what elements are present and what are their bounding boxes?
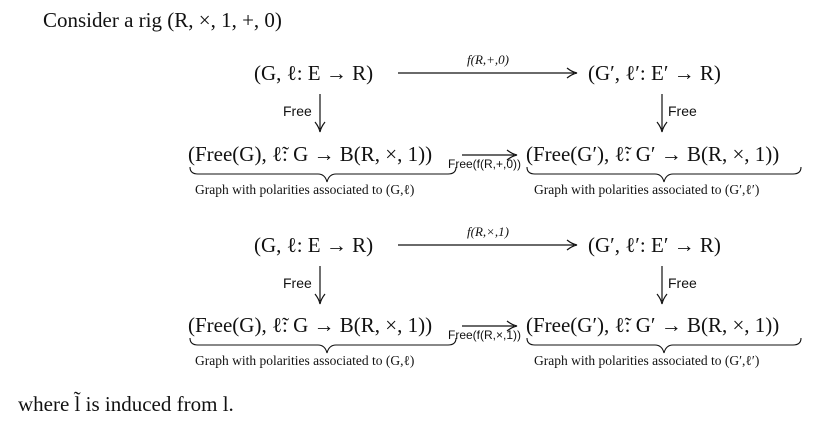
underbrace-left-2 [189, 337, 457, 354]
diagram-1-left-arrow-label: Free [283, 103, 312, 119]
left-arrow-1-head [314, 121, 326, 133]
diagram-2-arrows [189, 239, 802, 354]
underbrace-right-2 [526, 337, 802, 354]
left-arrow-2-head [314, 293, 326, 305]
diagram-2-bottom-right-caption: Graph with polarities associated to (G′,… [534, 353, 760, 368]
diagram-1-bottom-right-object: (Free(G′), ℓ̃: G′ → B(R, ×, 1)) [526, 142, 780, 166]
diagram-2-bottom-left-caption: Graph with polarities associated to (G,ℓ… [195, 353, 415, 368]
diagram-1-bottom-arrow-label: Free(f(R,+,0)) [448, 157, 522, 171]
bottom-arrow-1-head [506, 149, 518, 161]
diagram-2-top-left-object: (G, ℓ: E → R) [254, 233, 374, 257]
diagram-2-bottom-right-object: (Free(G′), ℓ̃: G′ → B(R, ×, 1)) [526, 313, 780, 337]
underbrace-right-1 [526, 166, 802, 183]
diagram-1-arrows [189, 67, 802, 183]
diagram-1-bottom-left-object: (Free(G), ℓ̃: G → B(R, ×, 1)) [188, 142, 433, 166]
diagram-2-right-arrow-label: Free [668, 275, 697, 291]
top-arrow-2-head [566, 239, 578, 251]
diagram-2-left-arrow-label: Free [283, 275, 312, 291]
diagram-1-top-arrow-label: f(R,+,0) [467, 52, 509, 67]
diagram-1-right-arrow-label: Free [668, 103, 697, 119]
diagram-2-top-arrow-label: f(R,×,1) [467, 224, 509, 239]
intro-text: Consider a rig (R, ×, 1, +, 0) [43, 8, 282, 32]
diagram-1-bottom-left-caption: Graph with polarities associated to (G,ℓ… [195, 182, 415, 197]
diagram-2-bottom-arrow-label: Free(f(R,×,1)) [448, 328, 522, 342]
top-arrow-1-head [566, 67, 578, 79]
diagram-1-top-right-object: (G′, ℓ′: E′ → R) [588, 61, 721, 85]
underbrace-left-1 [189, 166, 457, 183]
diagram-1-top-left-object: (G, ℓ: E → R) [254, 61, 374, 85]
diagram-2-bottom-left-object: (Free(G), ℓ̃: G → B(R, ×, 1)) [188, 313, 433, 337]
outro-text: where l̃ is induced from l. [18, 392, 234, 416]
right-arrow-2-head [656, 293, 668, 305]
right-arrow-1-head [656, 121, 668, 133]
diagram-1-bottom-right-caption: Graph with polarities associated to (G′,… [534, 182, 760, 197]
diagram-2-top-right-object: (G′, ℓ′: E′ → R) [588, 233, 721, 257]
bottom-arrow-2-head [506, 320, 518, 332]
